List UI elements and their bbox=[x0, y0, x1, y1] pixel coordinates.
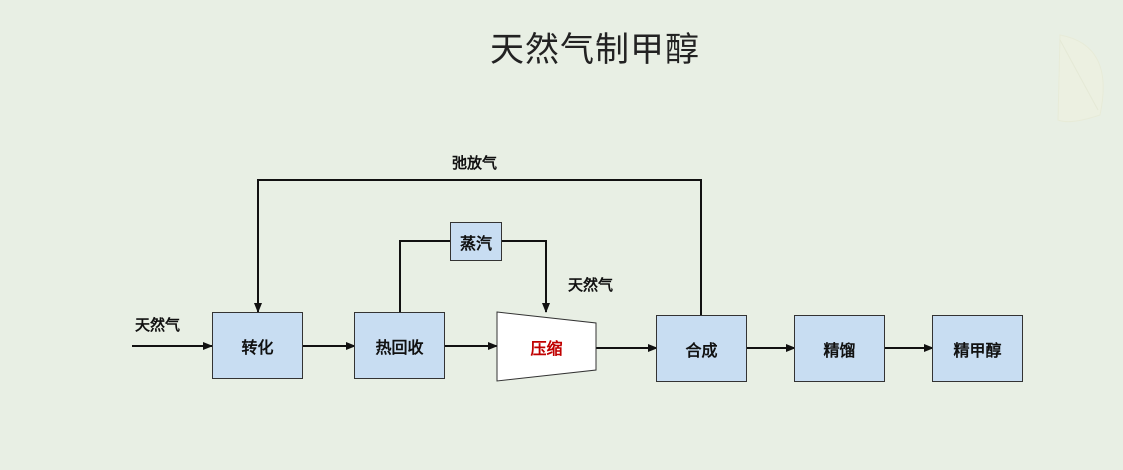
purge-gas-label: 弛放气 bbox=[452, 154, 498, 172]
steam-box: 蒸汽 bbox=[450, 222, 502, 261]
leaf-decoration bbox=[1057, 34, 1104, 123]
heat-recovery-box: 热回收 bbox=[354, 312, 445, 379]
steam-line-right bbox=[501, 240, 550, 313]
synthesis-box: 合成 bbox=[656, 315, 747, 382]
compressor-shape bbox=[496, 311, 597, 382]
methanol-product-box: 精甲醇 bbox=[932, 315, 1023, 382]
feed-gas-label: 天然气 bbox=[135, 316, 181, 334]
page-title: 天然气制甲醇 bbox=[490, 30, 700, 70]
distillation-box: 精馏 bbox=[794, 315, 885, 382]
steam-line-left bbox=[399, 240, 451, 313]
reforming-box: 转化 bbox=[212, 312, 303, 379]
purge-loop bbox=[254, 179, 702, 316]
side-gas-label: 天然气 bbox=[568, 276, 614, 294]
compression-label: 压缩 bbox=[530, 339, 563, 358]
